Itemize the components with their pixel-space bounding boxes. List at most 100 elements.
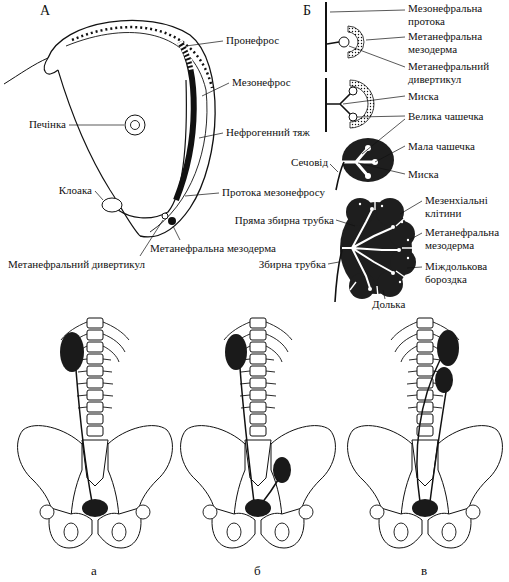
label-anchor: Метанефральна мезодерма xyxy=(425,226,505,252)
pelvis-figure-b xyxy=(225,334,247,370)
part-label: Пронефрос xyxy=(226,34,279,47)
metanephros-stage-4 xyxy=(335,198,416,302)
leader-lines xyxy=(366,37,405,40)
leader-lines xyxy=(409,233,422,240)
label-anchor: б xyxy=(254,564,261,577)
leader-lines xyxy=(69,10,422,299)
pelvis-figure-a xyxy=(82,499,108,517)
part-label: Долька xyxy=(372,298,405,311)
part-label: Метанефральна мезодерма xyxy=(408,30,503,56)
metanephros-stage-2 xyxy=(325,78,327,132)
part-label: Нефрогенний тяж xyxy=(226,126,310,139)
part-label: Мезонефральна протока xyxy=(408,2,503,28)
label-anchor: Пронефрос xyxy=(226,34,279,47)
part-label: Мала чашечка xyxy=(408,140,475,153)
label-anchor: Нефрогенний тяж xyxy=(226,126,310,139)
label-anchor: Б xyxy=(303,4,311,17)
leader-lines xyxy=(328,262,339,264)
part-label: Метанефральна мезодерма xyxy=(150,242,276,255)
part-label: Протока мезонефросу xyxy=(222,186,325,199)
pelvis-figure-c xyxy=(348,318,503,548)
label-anchor: Мезенхіальні клітини xyxy=(425,194,505,220)
embryo-drawing xyxy=(176,42,194,200)
metanephros-stage-2 xyxy=(349,87,357,95)
part-label: Міждолькова бороздка xyxy=(425,260,505,286)
metanephros-stage-4 xyxy=(370,207,374,211)
leader-lines xyxy=(407,267,422,268)
metanephros-stage-1 xyxy=(339,37,349,47)
leader-lines xyxy=(202,83,229,96)
embryo-drawing xyxy=(48,20,215,236)
embryo-drawing xyxy=(180,42,192,70)
label-anchor: Мала чашечка xyxy=(408,140,475,153)
label-anchor: в xyxy=(421,564,427,577)
embryo-drawing xyxy=(66,33,207,232)
label-anchor: а xyxy=(91,564,97,577)
metanephros-stage-1 xyxy=(326,2,364,72)
pelvis-figure-b xyxy=(245,499,271,517)
metanephros-stage-4 xyxy=(342,210,398,288)
metanephros-stage-2 xyxy=(350,80,374,128)
metanephros-stage-3 xyxy=(342,148,375,176)
part-label: Мезонефрос xyxy=(232,76,291,89)
part-label: Миска xyxy=(408,168,439,181)
metanephros-stage-3 xyxy=(365,173,371,179)
metanephros-stage-2 xyxy=(326,78,374,132)
label-anchor: Збирна трубка xyxy=(259,258,326,271)
embryo-drawing xyxy=(58,70,140,236)
leader-lines xyxy=(375,146,405,162)
part-label: Миска xyxy=(408,90,439,103)
label-anchor: Сечовід xyxy=(291,156,328,169)
pelvis-figure-c xyxy=(412,499,438,517)
pelvis-figure-a xyxy=(60,332,84,372)
embryo-drawing xyxy=(125,115,145,135)
pelvis-figure-b xyxy=(181,318,336,548)
panel-letter: в xyxy=(421,564,427,577)
metanephros-stage-4 xyxy=(359,203,361,205)
pelvis-figure-b xyxy=(273,457,291,483)
metanephros-stage-4 xyxy=(397,248,401,252)
metanephros-stage-3 xyxy=(336,162,344,190)
part-label: Метанефральний дивертикул xyxy=(8,258,145,271)
label-anchor: Миска xyxy=(408,168,439,181)
pelvis-figure-c xyxy=(348,318,503,548)
pelvis-figure-b xyxy=(240,368,254,502)
panel-letter: Б xyxy=(303,4,311,17)
embryo-drawing xyxy=(102,198,122,212)
label-anchor: Міждолькова бороздка xyxy=(425,260,505,286)
metanephros-stage-4 xyxy=(381,205,383,207)
label-anchor: Велика чашечка xyxy=(408,110,484,123)
part-label: Печінка xyxy=(29,118,66,131)
label-anchor: Мезонефрос xyxy=(232,76,291,89)
part-label: Мезенхіальні клітини xyxy=(425,194,505,220)
pelvis-figure-c xyxy=(430,392,446,502)
metanephros-stage-4 xyxy=(346,198,374,226)
metanephros-stage-1 xyxy=(325,2,327,72)
metanephros-stage-1 xyxy=(348,26,364,58)
label-anchor: Печінка xyxy=(29,118,66,131)
metanephros-stage-4 xyxy=(391,271,395,275)
label-anchor: Метанефральний дивертикул xyxy=(8,258,145,271)
leader-lines xyxy=(173,226,180,240)
panel-letter: б xyxy=(254,564,261,577)
metanephros-stage-4 xyxy=(377,271,403,297)
leader-lines xyxy=(69,125,124,126)
metanephros-stage-4 xyxy=(368,287,372,291)
leader-lines xyxy=(330,10,405,12)
leader-lines xyxy=(383,290,385,299)
embryo-drawing xyxy=(4,20,215,236)
label-anchor: Метанефральна мезодерма xyxy=(150,242,276,255)
leader-lines xyxy=(186,41,223,46)
part-label: Метанефральна мезодерма xyxy=(425,226,505,252)
metanephros-stage-3 xyxy=(336,138,394,190)
embryo-drawing xyxy=(4,58,48,84)
metanephros-stage-4 xyxy=(335,250,342,302)
label-anchor: Метанефральна мезодерма xyxy=(408,30,503,56)
label-anchor: Клоака xyxy=(59,184,92,197)
pelvis-figure-c xyxy=(435,367,453,393)
label-anchor: А xyxy=(40,4,50,17)
leader-lines xyxy=(199,133,223,138)
leader-lines xyxy=(349,46,405,67)
